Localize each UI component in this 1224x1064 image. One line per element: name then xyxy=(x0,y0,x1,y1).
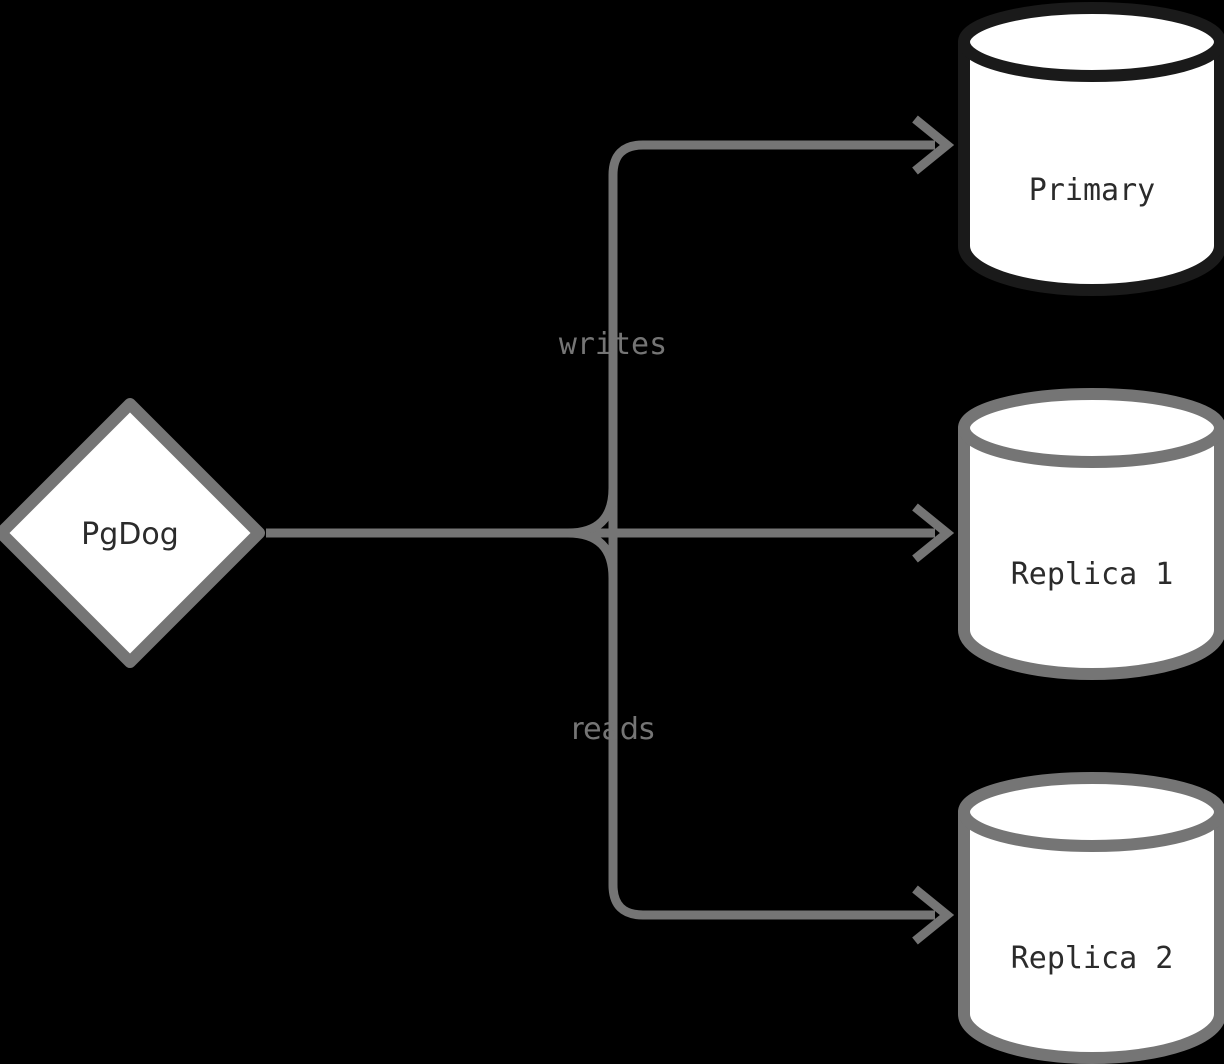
primary-cylinder-top xyxy=(958,2,1224,82)
edge-writes-path xyxy=(608,140,935,529)
edge-layer xyxy=(266,115,955,945)
edge-reads-replica2-path xyxy=(608,537,935,920)
replica2-label: Replica 2 xyxy=(1011,941,1174,976)
edge-reads-replica2[interactable] xyxy=(608,537,955,945)
node-replica2[interactable]: Replica 2 xyxy=(958,772,1224,1064)
edge-reads-replica2-arrowhead xyxy=(912,885,955,945)
replica2-cylinder-body xyxy=(958,806,1224,1064)
edge-reads-replica1[interactable] xyxy=(266,503,955,563)
edge-reads-replica1-arrowhead xyxy=(912,503,955,563)
pgdog-label: PgDog xyxy=(81,517,179,552)
pgdog-diamond-shape xyxy=(0,398,265,668)
replica1-cylinder-top xyxy=(958,388,1224,468)
junction-fillet-lower xyxy=(567,528,618,579)
node-primary[interactable]: Primary xyxy=(958,2,1224,296)
replica1-cylinder-body xyxy=(958,422,1224,680)
node-pgdog[interactable]: PgDog xyxy=(0,398,265,668)
edge-writes-arrowhead xyxy=(912,115,955,175)
edge-label-reads: reads xyxy=(571,712,654,747)
primary-cylinder-body xyxy=(958,36,1224,296)
edge-label-layer: writes reads xyxy=(559,327,667,747)
primary-label: Primary xyxy=(1029,173,1155,208)
junction-fillet-upper xyxy=(567,487,618,538)
replica1-label: Replica 1 xyxy=(1011,557,1174,592)
node-replica1[interactable]: Replica 1 xyxy=(958,388,1224,680)
edge-label-writes: writes xyxy=(559,327,667,362)
edge-writes[interactable] xyxy=(608,115,955,529)
replica2-cylinder-top xyxy=(958,772,1224,852)
